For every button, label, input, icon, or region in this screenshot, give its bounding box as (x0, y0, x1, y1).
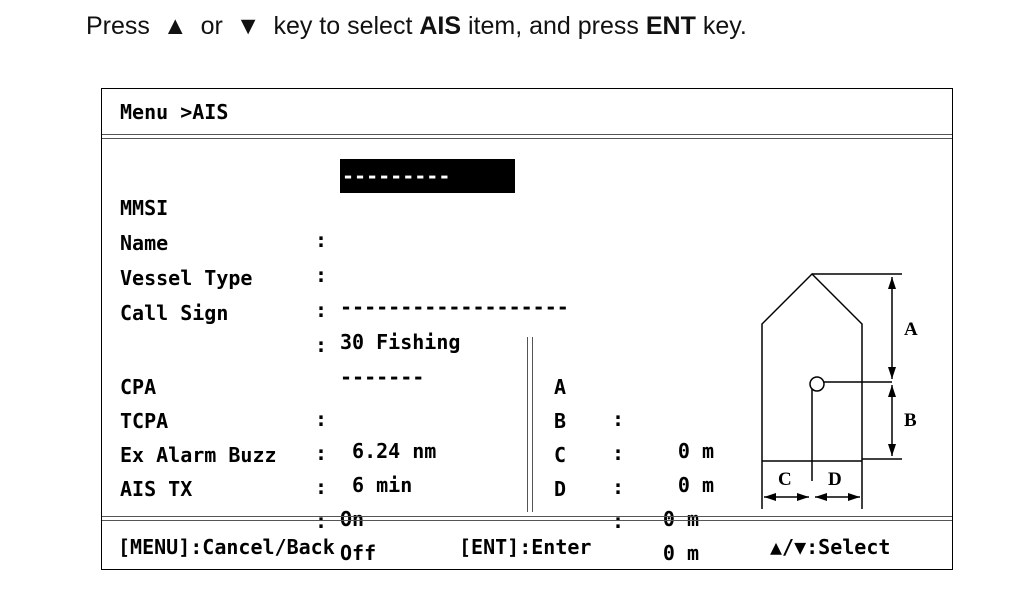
arrow-c-right-icon (797, 493, 809, 501)
diagram-label-d: D (828, 469, 842, 490)
menu-item-call-sign[interactable]: Call Sign : ------- (102, 265, 742, 389)
arrow-d-left-icon (815, 493, 827, 501)
footer-enter-hint: [ENT]:Enter (459, 535, 592, 559)
field-label: MMSI (120, 196, 169, 220)
field-label: AIS TX (120, 477, 193, 501)
dimension-label: B (554, 409, 567, 433)
field-value: On (340, 507, 365, 531)
field-colon: : (315, 263, 328, 287)
field-value: Off (340, 541, 377, 565)
dimension-label: A (554, 375, 567, 399)
footer-select-hint: ▲/▼:Select (770, 535, 891, 559)
dimension-colon: : (612, 441, 625, 465)
instruction-key: ENT (645, 12, 696, 40)
instruction-text2: item, and press (468, 12, 639, 40)
dimension-label: D (554, 477, 567, 501)
arrow-a-bottom-icon (888, 367, 896, 379)
dimension-value: 0 m (662, 541, 699, 565)
menu-item-mmsi[interactable]: MMSI : (102, 160, 742, 252)
field-value: 6 min (340, 473, 413, 497)
arrow-d-right-icon (848, 493, 860, 501)
field-label: TCPA (120, 409, 169, 433)
field-colon: : (315, 228, 328, 252)
dimension-b: B : 0 m (102, 373, 714, 497)
instruction-text: Press ▲ or ▼ key to select AIS item, and… (86, 6, 747, 46)
field-colon: : (315, 441, 328, 465)
field-colon: : (315, 333, 328, 357)
dimension-c: C : 0 m (102, 407, 699, 531)
menu-item-ex-alarm-buzz[interactable]: Ex Alarm Buzz : On (102, 407, 522, 531)
dimension-a: A : 0 m (102, 339, 714, 463)
mmsi-selection-highlight[interactable] (340, 159, 515, 193)
menu-breadcrumb: Menu >AIS (120, 100, 229, 124)
header-divider (102, 134, 952, 135)
dimension-value: 0 m (677, 473, 714, 497)
column-divider-2 (532, 337, 533, 512)
dimension-colon: : (612, 509, 625, 533)
diagram-label-c: C (778, 469, 792, 490)
arrow-b-top-icon (888, 385, 896, 397)
field-label: Call Sign (120, 301, 229, 325)
instruction-text1: key to select (273, 12, 413, 40)
instruction-text3: key. (702, 12, 747, 40)
field-colon: : (315, 298, 328, 322)
ais-menu-screen: Menu >AIS MMSI : --------- Name : ------… (101, 88, 953, 570)
field-label: Name (120, 231, 169, 255)
arrow-c-left-icon (764, 493, 776, 501)
menu-item-vessel-type[interactable]: Vessel Type : 30 Fishing (102, 230, 742, 354)
up-arrow-icon: ▲ (162, 12, 188, 40)
dimension-label: C (554, 443, 567, 467)
field-colon: : (315, 475, 328, 499)
column-divider (527, 337, 528, 512)
footer-divider-2 (102, 520, 952, 521)
field-value: ------------------- (340, 295, 569, 319)
dimension-colon: : (612, 407, 625, 431)
instruction-prefix: Press (86, 12, 150, 40)
dimension-colon: : (612, 475, 625, 499)
antenna-position-icon (809, 376, 825, 392)
arrow-b-bottom-icon (888, 444, 896, 456)
field-label: CPA (120, 375, 157, 399)
footer-menu-hint: [MENU]:Cancel/Back (118, 535, 335, 559)
diagram-label-b: B (904, 410, 917, 431)
footer-divider (102, 516, 952, 517)
header-divider-2 (102, 138, 952, 139)
down-arrow-icon: ▼ (235, 12, 261, 40)
menu-item-tcpa[interactable]: TCPA : 6 min (102, 373, 522, 497)
field-colon: : (315, 509, 328, 533)
field-value: 6.24 nm (340, 439, 437, 463)
arrow-a-top-icon (888, 277, 896, 289)
mmsi-value: --------- (342, 164, 451, 188)
dimension-value: 0 m (662, 507, 699, 531)
instruction-item: AIS (419, 12, 462, 40)
dimension-d: D : 0 m (102, 441, 699, 565)
menu-item-name[interactable]: Name : ------------------- (102, 195, 742, 319)
field-label: Vessel Type (120, 266, 253, 290)
menu-item-cpa[interactable]: CPA : 6.24 nm (102, 339, 522, 463)
dimension-value: 0 m (677, 439, 714, 463)
instruction-or: or (200, 12, 223, 40)
ship-dimension-diagram: A B C D (761, 272, 918, 509)
field-value: ------- (340, 365, 425, 389)
field-value: 30 Fishing (340, 330, 461, 354)
menu-item-ais-tx[interactable]: AIS TX : Off (102, 441, 522, 565)
field-label: Ex Alarm Buzz (120, 443, 277, 467)
diagram-label-a: A (904, 319, 918, 340)
field-colon: : (315, 407, 328, 431)
